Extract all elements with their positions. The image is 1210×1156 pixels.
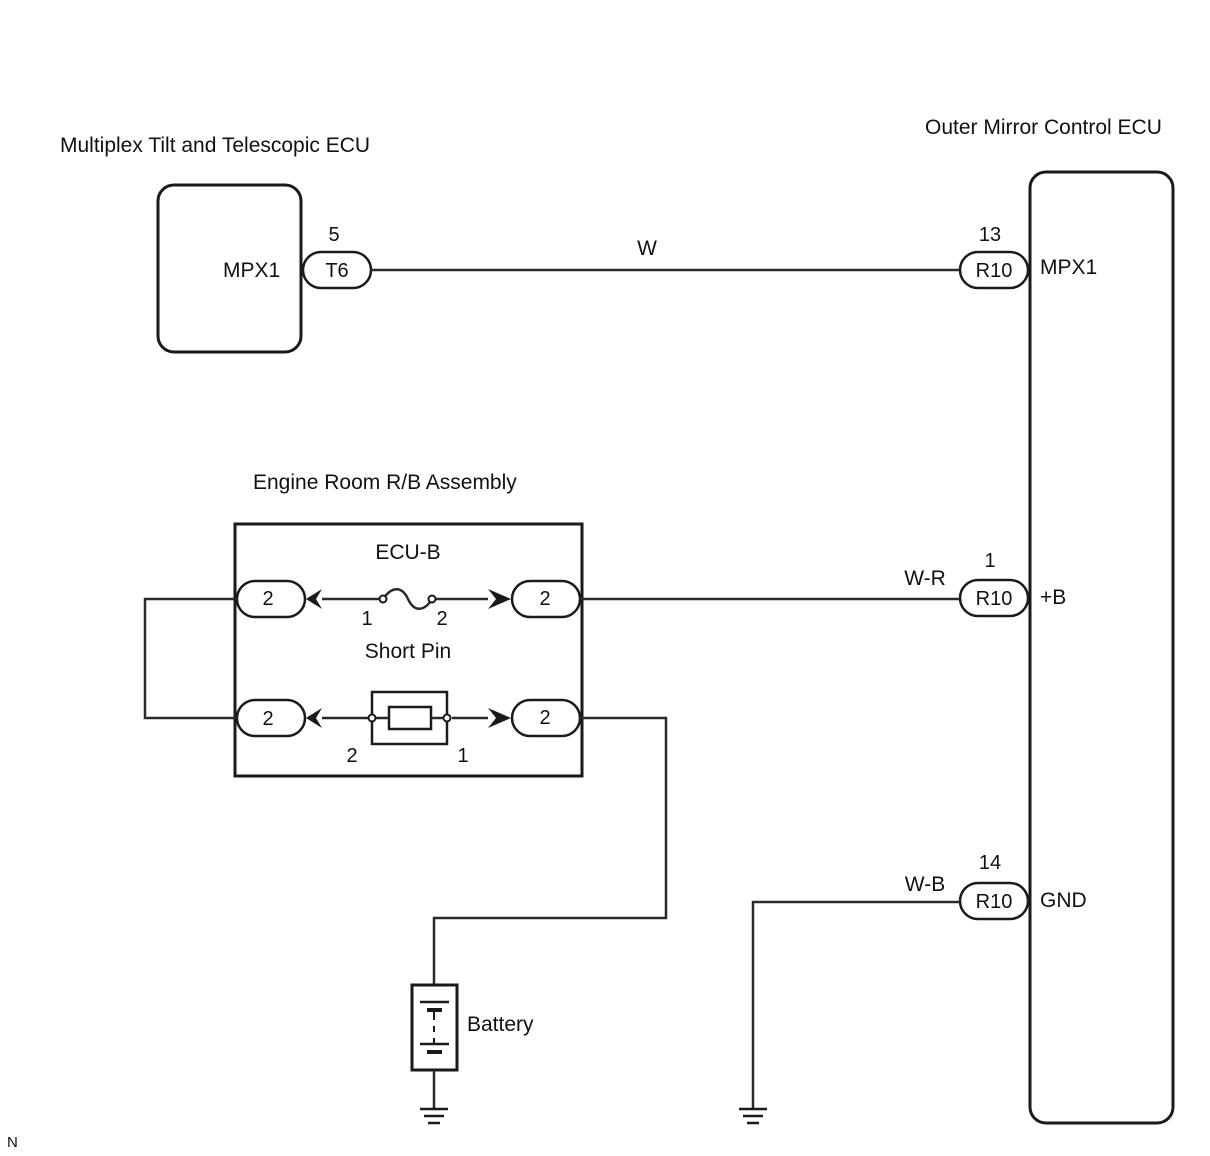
rb-terminal-arrow-left-top bbox=[306, 589, 322, 609]
rb-connector-right-bottom-label: 2 bbox=[539, 707, 550, 729]
wire-gnd bbox=[751, 900, 960, 1108]
mirror-ecu-title: Outer Mirror Control ECU bbox=[925, 116, 1162, 139]
mirror-ecu-terminal-gnd: GND bbox=[1040, 889, 1087, 912]
rb-connector-left-top-label: 2 bbox=[262, 588, 273, 610]
ground-icon-battery bbox=[420, 1107, 448, 1125]
mirror-ecu-terminal-mpx1: MPX1 bbox=[1040, 256, 1097, 279]
battery-label: Battery bbox=[467, 1013, 534, 1036]
short-pin-pin-right: 1 bbox=[457, 745, 468, 767]
wire-mpx1-color: W bbox=[637, 237, 657, 260]
rb-terminal-arrow-right-top bbox=[488, 589, 511, 609]
corner-mark: N bbox=[7, 1134, 18, 1151]
tilt-ecu-title: Multiplex Tilt and Telescopic ECU bbox=[60, 134, 370, 157]
fuse-label: ECU-B bbox=[375, 541, 440, 564]
wire-battery-feed bbox=[432, 716, 668, 985]
short-pin-terminal-left bbox=[367, 713, 377, 723]
fuse-ecu-b-symbol bbox=[322, 588, 488, 610]
rb-connector-right-top-label: 2 bbox=[539, 588, 550, 610]
tilt-ecu-box bbox=[156, 183, 303, 354]
rb-terminal-arrow-right-bottom bbox=[488, 708, 511, 728]
battery-symbol bbox=[420, 1000, 449, 1054]
connector-r10-mpx1-label: R10 bbox=[976, 260, 1013, 282]
connector-r10-b-pin: 1 bbox=[984, 550, 995, 572]
relay-block-title: Engine Room R/B Assembly bbox=[253, 471, 517, 494]
short-pin-element bbox=[387, 705, 433, 731]
connector-t6-pin: 5 bbox=[328, 224, 339, 246]
wire-b-color: W-R bbox=[904, 567, 946, 590]
fuse-terminal-left bbox=[378, 594, 388, 604]
mirror-ecu-terminal-b: +B bbox=[1040, 586, 1066, 609]
rb-connector-left-bottom-label: 2 bbox=[262, 708, 273, 730]
connector-t6-label: T6 bbox=[325, 260, 348, 282]
wire-rb-loop bbox=[143, 597, 237, 720]
fuse-terminal-right bbox=[427, 594, 437, 604]
fuse-pin-left: 1 bbox=[361, 608, 372, 630]
short-pin-terminal-right bbox=[442, 713, 452, 723]
connector-r10-gnd-label: R10 bbox=[976, 891, 1013, 913]
fuse-pin-right: 2 bbox=[436, 608, 447, 630]
connector-r10-gnd-pin: 14 bbox=[979, 852, 1001, 874]
wire-gnd-color: W-B bbox=[905, 873, 945, 896]
connector-r10-mpx1 bbox=[958, 250, 1030, 290]
mirror-ecu-box bbox=[1028, 170, 1175, 1125]
tilt-ecu-terminal-mpx1: MPX1 bbox=[223, 259, 280, 282]
ground-icon-ecu bbox=[739, 1107, 767, 1125]
connector-r10-mpx1-pin: 13 bbox=[979, 224, 1001, 246]
relay-block-box bbox=[233, 522, 584, 778]
connector-r10-b-label: R10 bbox=[976, 588, 1013, 610]
short-pin-label: Short Pin bbox=[365, 640, 451, 663]
short-pin-pin-left: 2 bbox=[346, 745, 357, 767]
rb-terminal-arrow-left-bottom bbox=[306, 708, 322, 728]
